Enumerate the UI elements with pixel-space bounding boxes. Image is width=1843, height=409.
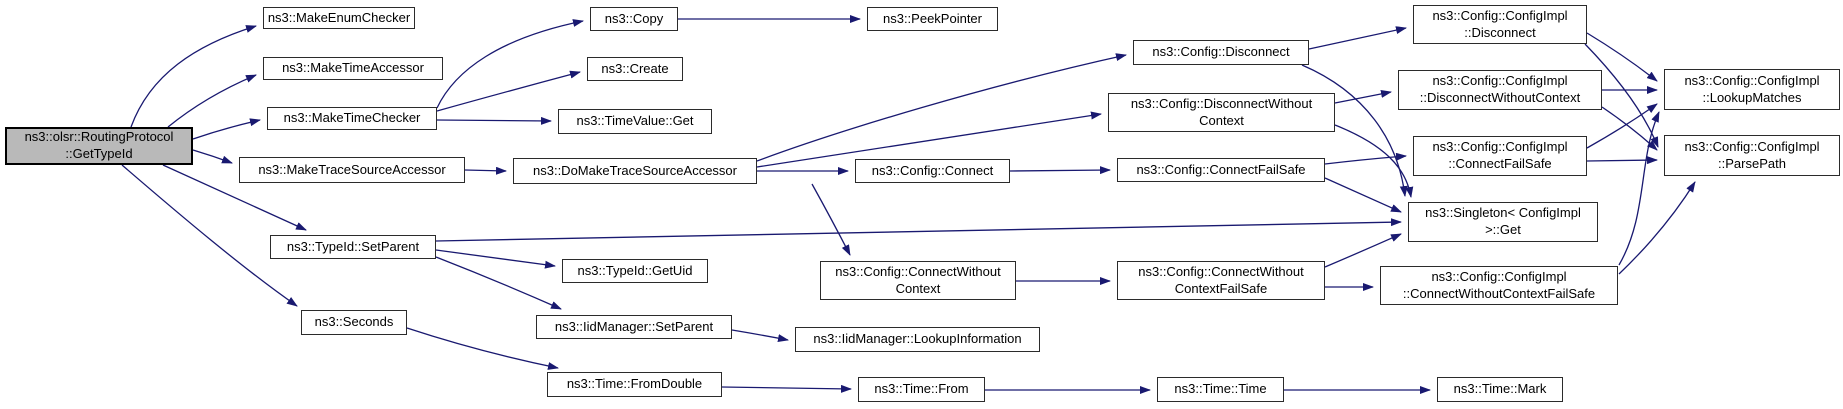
edge-implConnectFailSafe-to-implParsePath: [1586, 156, 1658, 165]
node-configConnectFailSafe[interactable]: ns3::Config::ConnectFailSafe: [1117, 158, 1325, 182]
edge-typeIdSetParent-to-iidSetParent: [435, 256, 562, 310]
edge-root-to-makeTimeAccessor: [167, 74, 257, 128]
edge-configConnectFailSafe-to-singletonGet: [1324, 177, 1402, 213]
edge-doMakeTraceSourceAccessor-to-configConnectWithoutContext: [811, 183, 851, 256]
edge-timeFromDouble-to-timeFrom: [721, 384, 852, 393]
edge-implDisconnectWithoutContext-to-implParsePath: [1601, 106, 1658, 151]
edge-implDisconnect-to-implLookupMatches: [1586, 32, 1658, 82]
edge-group: [121, 15, 1696, 394]
node-seconds[interactable]: ns3::Seconds: [301, 310, 407, 335]
edge-makeTraceSourceAccessor-to-doMakeTraceSourceAccessor: [464, 166, 507, 175]
node-makeTraceSourceAccessor[interactable]: ns3::MakeTraceSourceAccessor: [239, 157, 465, 183]
node-typeIdSetParent[interactable]: ns3::TypeId::SetParent: [270, 235, 436, 259]
node-iidSetParent[interactable]: ns3::IidManager::SetParent: [536, 315, 732, 339]
edge-configDisconnect-to-singletonGet: [1301, 64, 1408, 197]
node-configConnectWithoutContext[interactable]: ns3::Config::ConnectWithout Context: [820, 261, 1016, 300]
node-timeValueGet[interactable]: ns3::TimeValue::Get: [558, 109, 712, 134]
node-configConnect[interactable]: ns3::Config::Connect: [855, 159, 1010, 183]
node-implConnectFailSafe[interactable]: ns3::Config::ConfigImpl ::ConnectFailSaf…: [1413, 136, 1587, 176]
edge-configConnectWithoutContextFailSafe-to-singletonGet: [1324, 233, 1402, 268]
node-implLookupMatches[interactable]: ns3::Config::ConfigImpl ::LookupMatches: [1664, 69, 1840, 110]
node-peekPointer[interactable]: ns3::PeekPointer: [867, 7, 998, 31]
node-timeFromDouble[interactable]: ns3::Time::FromDouble: [547, 372, 722, 397]
edge-typeIdSetParent-to-typeIdGetUid: [435, 249, 556, 269]
node-configConnectWithoutContextFailSafe[interactable]: ns3::Config::ConnectWithout ContextFailS…: [1117, 261, 1325, 300]
edge-seconds-to-timeFromDouble: [406, 327, 559, 370]
edge-typeIdSetParent-to-singletonGet: [435, 218, 1402, 242]
node-singletonGet[interactable]: ns3::Singleton< ConfigImpl >::Get: [1408, 202, 1598, 242]
edge-implConnectFailSafe-to-implLookupMatches: [1586, 103, 1658, 149]
edge-configDisconnect-to-implDisconnect: [1308, 26, 1407, 50]
node-configDisconnectWithoutContext[interactable]: ns3::Config::DisconnectWithout Context: [1108, 93, 1335, 132]
edge-root-to-makeTraceSourceAccessor: [192, 149, 233, 164]
edge-configDisconnectWithoutContext-to-implDisconnectWithoutContext: [1334, 89, 1392, 104]
node-implDisconnectWithoutContext[interactable]: ns3::Config::ConfigImpl ::DisconnectWith…: [1398, 70, 1602, 110]
node-makeEnumChecker[interactable]: ns3::MakeEnumChecker: [263, 7, 415, 29]
node-doMakeTraceSourceAccessor[interactable]: ns3::DoMakeTraceSourceAccessor: [513, 158, 757, 184]
node-iidLookupInformation[interactable]: ns3::IidManager::LookupInformation: [795, 327, 1040, 352]
node-implParsePath[interactable]: ns3::Config::ConfigImpl ::ParsePath: [1664, 135, 1840, 176]
edge-implDisconnect-to-implParsePath: [1584, 43, 1659, 148]
node-root: ns3::olsr::RoutingProtocol ::GetTypeId: [5, 127, 193, 165]
edge-configConnectFailSafe-to-implConnectFailSafe: [1324, 152, 1407, 165]
node-configDisconnect[interactable]: ns3::Config::Disconnect: [1133, 40, 1309, 65]
node-create[interactable]: ns3::Create: [587, 57, 683, 81]
edge-makeTimeChecker-to-timeValueGet: [436, 116, 552, 125]
edge-configConnect-to-configConnectFailSafe: [1009, 166, 1111, 175]
edge-implConnectWithoutContextFailSafe-to-implLookupMatches: [1618, 111, 1660, 266]
node-timeTime[interactable]: ns3::Time::Time: [1157, 377, 1284, 402]
node-timeMark[interactable]: ns3::Time::Mark: [1437, 377, 1563, 402]
node-timeFrom[interactable]: ns3::Time::From: [858, 377, 985, 402]
edge-root-to-makeEnumChecker: [130, 25, 257, 128]
node-makeTimeAccessor[interactable]: ns3::MakeTimeAccessor: [263, 57, 443, 80]
edge-iidSetParent-to-iidLookupInformation: [731, 329, 789, 343]
node-implConnectWithoutContextFailSafe[interactable]: ns3::Config::ConfigImpl ::ConnectWithout…: [1380, 266, 1618, 305]
edge-makeTimeChecker-to-create: [436, 70, 581, 112]
edge-root-to-makeTimeChecker: [192, 118, 261, 140]
edge-root-to-typeIdSetParent: [162, 164, 307, 231]
edge-makeTimeChecker-to-copy: [436, 19, 584, 109]
node-copy[interactable]: ns3::Copy: [590, 7, 678, 31]
edge-doMakeTraceSourceAccessor-to-configDisconnect: [756, 53, 1127, 162]
edge-doMakeTraceSourceAccessor-to-configDisconnectWithoutContext: [756, 111, 1102, 168]
edge-root-to-seconds: [121, 164, 298, 307]
node-typeIdGetUid[interactable]: ns3::TypeId::GetUid: [562, 259, 708, 283]
edge-implConnectWithoutContextFailSafe-to-implParsePath: [1618, 181, 1696, 275]
node-makeTimeChecker[interactable]: ns3::MakeTimeChecker: [267, 107, 437, 130]
node-implDisconnect[interactable]: ns3::Config::ConfigImpl ::Disconnect: [1413, 5, 1587, 44]
